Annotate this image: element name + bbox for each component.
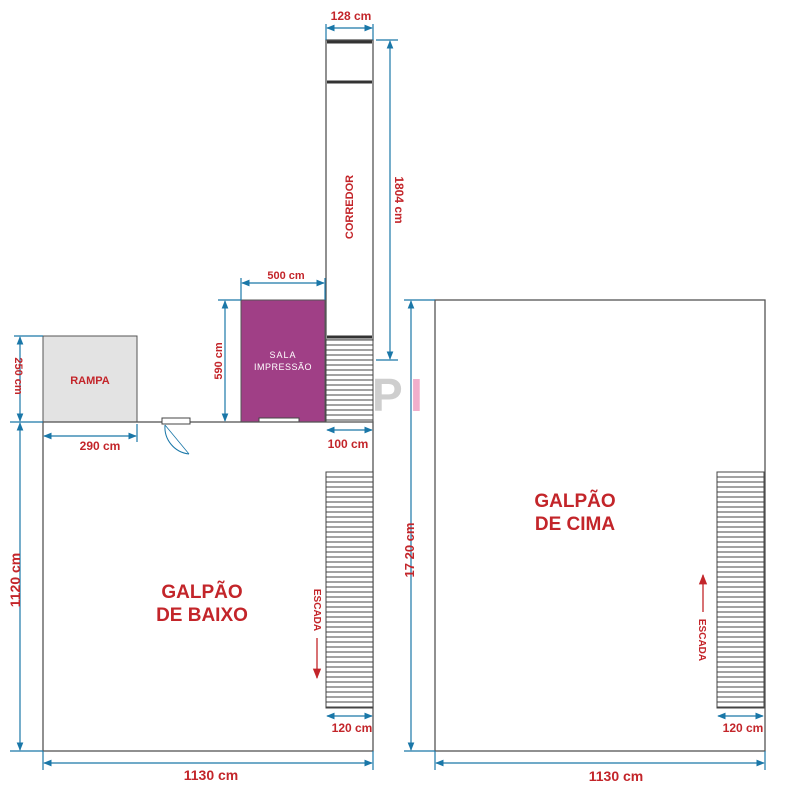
dim-stair-left-width: 120 cm <box>326 712 373 735</box>
corredor-label: CORREDOR <box>344 175 356 239</box>
rampa: RAMPA <box>42 335 138 423</box>
sala-room <box>240 299 326 423</box>
dim-galpao-cima-width: 1130 cm <box>434 751 766 784</box>
galpao-baixo-door <box>161 417 191 425</box>
door-leaf <box>164 424 190 455</box>
galpao-de-baixo: GALPÃO DE BAIXO ESCADA <box>42 417 374 752</box>
dim-corredor-width-label: 128 cm <box>331 9 372 23</box>
stairs-left-outline <box>325 471 374 709</box>
logo-i: I <box>410 369 423 421</box>
dim-galpao-cima-depth: 17 20 cm <box>402 299 435 752</box>
stairs-left <box>325 471 374 709</box>
stairs-top-outline <box>325 339 374 423</box>
stairs-right-outline <box>716 471 765 709</box>
dim-rampa-depth: 250 cm <box>12 335 43 422</box>
door-swing-arc <box>164 424 190 455</box>
sala-impressao: SALA IMPRESSÃO <box>240 299 326 424</box>
galpao-cima-title-line1: GALPÃO <box>534 490 615 512</box>
stairs-right <box>716 471 765 709</box>
dim-sala-depth-label: 590 cm <box>213 342 225 380</box>
escada-right-label: ESCADA <box>696 619 707 661</box>
sala-label-line2: IMPRESSÃO <box>254 362 312 372</box>
galpao-baixo-title-line2: DE BAIXO <box>156 605 248 626</box>
dim-galpao-baixo-width: 1130 cm <box>42 751 374 783</box>
stairs-top <box>325 339 374 423</box>
dim-stair-right-width-label: 120 cm <box>723 721 764 735</box>
dim-sala-width: 500 cm <box>240 270 326 300</box>
escada-left-label: ESCADA <box>311 589 322 631</box>
dim-stair-left-width-label: 120 cm <box>332 721 373 735</box>
dim-galpao-baixo-width-label: 1130 cm <box>184 767 239 783</box>
dim-corredor-length-label: 1804 cm <box>392 176 406 223</box>
dim-rampa-width-label: 290 cm <box>80 439 121 453</box>
dim-sala-depth: 590 cm <box>213 299 241 422</box>
dim-rampa-width: 290 cm <box>43 424 138 453</box>
dim-galpao-baixo-depth-label: 1120 cm <box>7 553 23 608</box>
dim-galpao-cima-width-label: 1130 cm <box>589 768 644 784</box>
dim-stair-right-width: 120 cm <box>717 712 764 735</box>
galpao-de-cima: GALPÃO DE CIMA ESCADA <box>434 299 766 752</box>
dim-galpao-baixo-depth: 1120 cm <box>7 421 43 752</box>
galpao-cima-room <box>434 299 766 752</box>
dim-sala-width-label: 500 cm <box>267 270 305 282</box>
corredor: CORREDOR <box>325 39 374 341</box>
rampa-label: RAMPA <box>70 375 110 387</box>
dim-corredor-width: 128 cm <box>325 9 374 40</box>
dim-passage-width-label: 100 cm <box>328 437 369 451</box>
corredor-room <box>325 39 374 341</box>
dim-passage-width: 100 cm <box>326 426 373 451</box>
sala-label-line1: SALA <box>269 350 296 360</box>
galpao-baixo-title-line1: GALPÃO <box>161 581 242 603</box>
dim-galpao-cima-depth-label: 17 20 cm <box>402 523 417 578</box>
galpao-cima-title-line2: DE CIMA <box>535 514 616 535</box>
rampa-room <box>42 335 138 423</box>
logo-p: P <box>372 369 403 421</box>
dim-rampa-depth-label: 250 cm <box>12 357 24 395</box>
dim-corredor-length: 1804 cm <box>376 39 406 361</box>
